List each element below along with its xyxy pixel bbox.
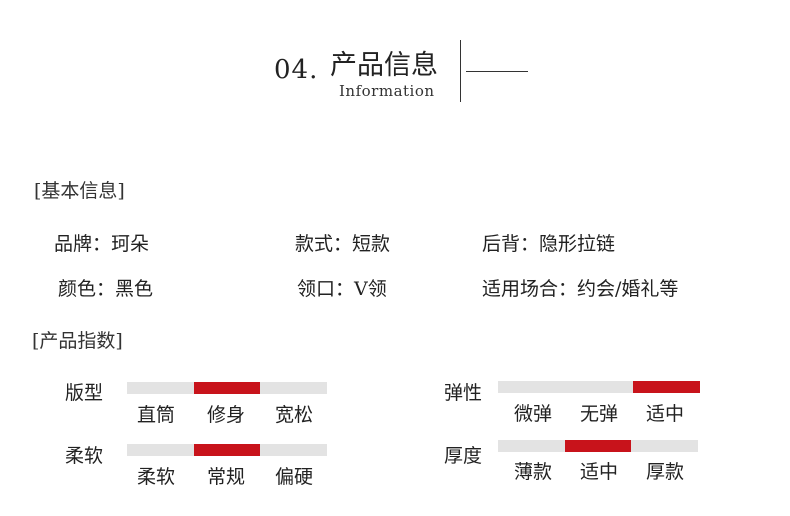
index-label-elasticity: 弹性 [444, 382, 483, 404]
index-option: 修身 [207, 404, 246, 426]
index-bar-fit-marker [193, 382, 261, 394]
index-option: 偏硬 [275, 466, 314, 488]
index-bar-thickness-marker [564, 440, 632, 452]
index-bar-thickness [498, 440, 698, 452]
index-bar-softness-marker [193, 444, 261, 456]
index-option: 适中 [646, 403, 685, 425]
info-neckline: 领口：V领 [297, 278, 387, 300]
info-style: 款式：短款 [295, 233, 391, 255]
index-option: 直筒 [137, 404, 176, 426]
index-option: 常规 [207, 466, 246, 488]
index-option: 薄款 [514, 461, 553, 483]
product-index-label: [产品指数] [32, 330, 123, 352]
header-horizontal-divider [466, 71, 528, 72]
section-subtitle: Information [339, 82, 435, 100]
index-option: 柔软 [137, 466, 176, 488]
index-label-thickness: 厚度 [444, 445, 483, 467]
index-label-fit: 版型 [65, 382, 104, 404]
index-bar-fit [127, 382, 327, 394]
index-bar-elasticity-marker [632, 381, 700, 393]
index-option: 无弹 [580, 403, 619, 425]
index-option: 微弹 [514, 403, 553, 425]
index-bar-elasticity [498, 381, 700, 393]
info-brand: 品牌：珂朵 [54, 233, 150, 255]
index-option: 厚款 [646, 461, 685, 483]
index-bar-softness [127, 444, 327, 456]
section-number: 04. [274, 55, 319, 85]
index-label-softness: 柔软 [65, 445, 104, 467]
index-option: 适中 [580, 461, 619, 483]
header-vertical-divider [460, 40, 461, 102]
index-option: 宽松 [275, 404, 314, 426]
info-color: 颜色：黑色 [58, 278, 154, 300]
section-title: 产品信息 [330, 50, 438, 81]
basic-info-label: [基本信息] [34, 180, 125, 202]
info-back: 后背：隐形拉链 [482, 233, 616, 255]
info-occasion: 适用场合：约会/婚礼等 [482, 278, 679, 300]
